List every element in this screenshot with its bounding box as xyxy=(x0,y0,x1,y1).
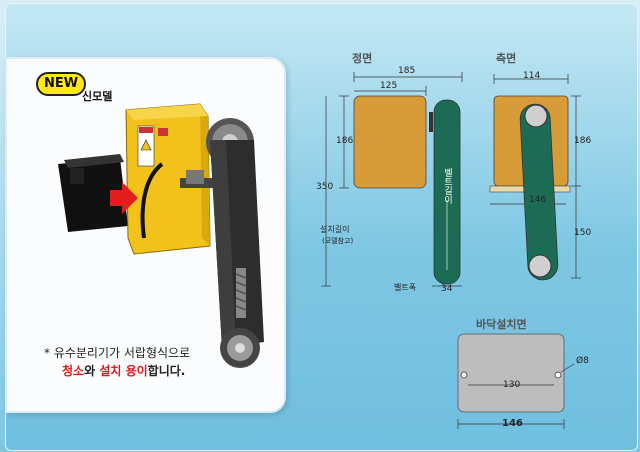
side-top-pulley xyxy=(524,104,548,128)
side-view-title: 측면 xyxy=(496,52,517,65)
front-body xyxy=(353,95,427,189)
belt-width-label: 벨트폭 xyxy=(394,283,417,292)
note-highlight-install: 설치 용이 xyxy=(99,364,148,378)
new-model-label: 신모델 xyxy=(82,90,113,103)
belt-length-label: 벨트길이 xyxy=(442,168,452,204)
floor-hole-left xyxy=(460,371,468,379)
front-body-height: 186 xyxy=(336,136,354,146)
front-view-drawing xyxy=(321,72,463,287)
floor-view-title: 바닥설치면 xyxy=(476,318,527,331)
front-view-title: 정면 xyxy=(352,52,373,65)
floor-hole-spacing: 130 xyxy=(503,380,521,390)
new-badge: NEW xyxy=(36,72,86,96)
front-belt-width: 34 xyxy=(441,284,453,294)
side-bottom-pulley xyxy=(528,254,552,278)
floor-plate-width: 146 xyxy=(502,418,523,429)
power-cable xyxy=(140,162,164,239)
note-line-2: 청소와 설치 용이합니다. xyxy=(62,362,185,379)
note-highlight-clean: 청소 xyxy=(62,364,85,378)
side-base-width: 146 xyxy=(529,195,547,205)
side-top-width: 114 xyxy=(523,71,541,81)
front-body-width: 125 xyxy=(380,81,398,91)
side-lower-height: 150 xyxy=(574,228,592,238)
install-ref-label: (모델참고) xyxy=(322,237,354,245)
note-tail: 합니다. xyxy=(147,364,186,378)
front-belt xyxy=(433,99,461,285)
front-total-width: 185 xyxy=(398,66,416,76)
side-view-drawing xyxy=(489,74,581,281)
floor-view-drawing xyxy=(457,333,575,429)
side-belt xyxy=(519,103,559,281)
red-arrow xyxy=(110,182,138,214)
machine-illustration xyxy=(58,103,264,368)
note-line-1: * 유수분리기가 서랍형식으로 xyxy=(44,346,191,360)
floor-plate xyxy=(457,333,565,413)
side-body-height: 186 xyxy=(574,136,592,146)
front-total-height: 350 xyxy=(316,182,334,192)
note-connector: 와 xyxy=(84,364,100,378)
floor-hole-right xyxy=(554,371,562,379)
floor-hole-diameter: Ø8 xyxy=(576,356,589,366)
install-length-label: 설치길이 xyxy=(320,225,350,234)
